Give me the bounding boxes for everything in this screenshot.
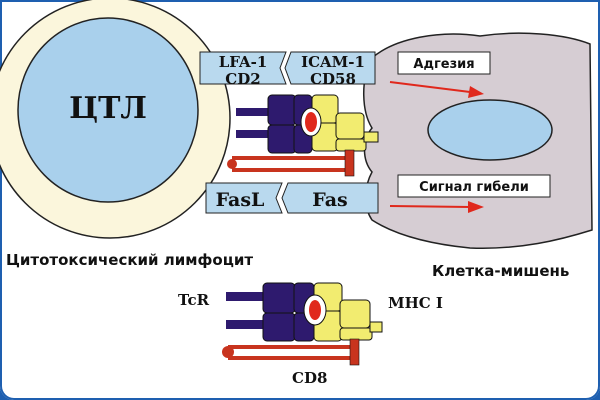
fasl-band — [205, 182, 283, 214]
icam1-band — [284, 51, 376, 85]
tcr-label: TcR — [178, 291, 210, 309]
tcr-mhc-complex-upper — [227, 94, 379, 177]
fas-label: Fas — [312, 189, 347, 211]
fas-band — [281, 182, 379, 214]
ctl-label: ЦТЛ — [69, 91, 147, 126]
ctl-nucleus — [17, 17, 199, 203]
target-cell-label: Клетка-мишень — [432, 262, 569, 280]
lfa1-label: LFA-1 — [219, 53, 268, 71]
cd2-label: CD2 — [225, 70, 260, 88]
mhc-label: MHC I — [388, 294, 443, 312]
tcr-mhc-legend — [222, 282, 383, 366]
icam1-label: ICAM-1 — [301, 53, 365, 71]
fasl-label: FasL — [216, 189, 265, 211]
lfa1-band — [199, 51, 287, 85]
adhesion-box — [397, 51, 491, 75]
target-nucleus — [427, 99, 553, 161]
lymphocyte-label: Цитотоксический лимфоцит — [6, 251, 253, 269]
death-signal-box — [397, 174, 551, 198]
cd8-label: CD8 — [292, 369, 327, 387]
death-signal-label: Сигнал гибели — [419, 180, 529, 195]
cd58-label: CD58 — [310, 70, 356, 88]
adhesion-label: Адгезия — [413, 57, 474, 72]
